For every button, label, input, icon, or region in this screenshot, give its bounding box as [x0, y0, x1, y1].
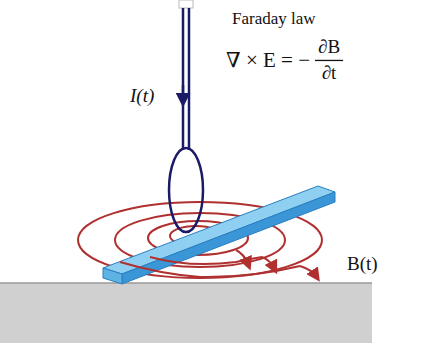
floor-edge: [0, 282, 372, 284]
fraction-bar: [315, 60, 343, 61]
conducting-bar: [103, 186, 335, 284]
floor: [0, 283, 372, 343]
field-arrows: [120, 250, 316, 277]
equation-text: ∇ × E = −: [226, 49, 310, 72]
field-label: B(t): [347, 254, 378, 275]
fraction-denominator: ∂t: [322, 63, 337, 84]
current-loop: [169, 0, 203, 232]
current-label: I(t): [130, 86, 154, 107]
title-text: Faraday law: [232, 10, 316, 29]
fraction-numerator: ∂B: [318, 37, 340, 58]
